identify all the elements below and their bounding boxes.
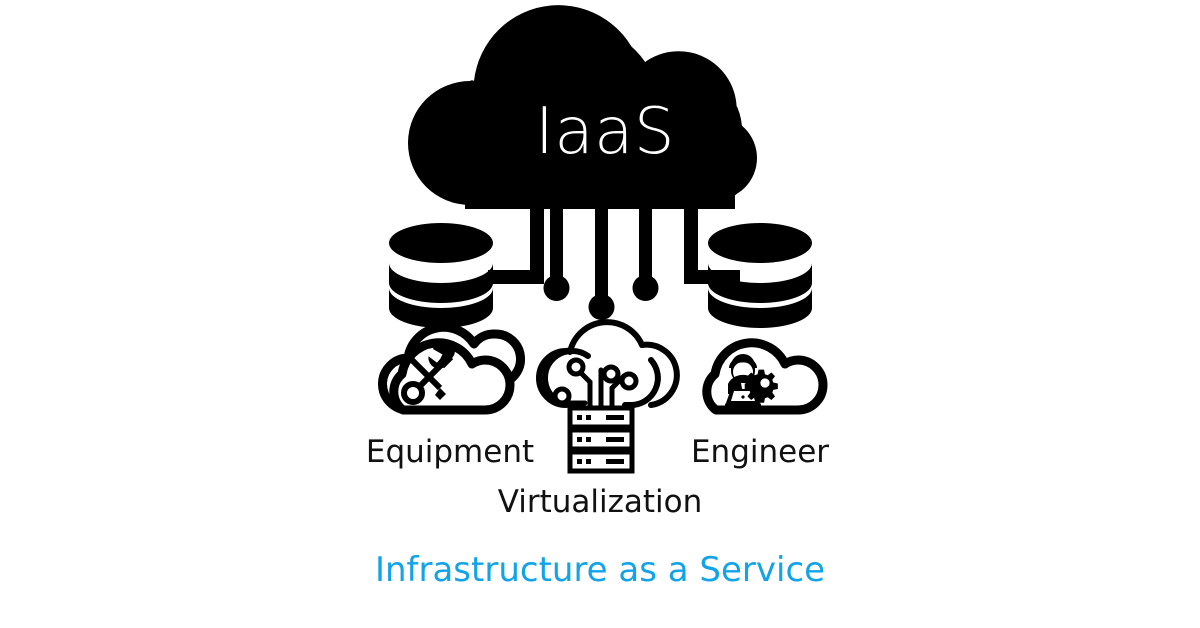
iaas-cloud bbox=[408, 5, 757, 209]
pillar-label-virtualization: Virtualization bbox=[497, 484, 703, 520]
cloud-engineer-icon bbox=[702, 338, 828, 415]
gear-glyph bbox=[744, 369, 778, 403]
database-icon-left bbox=[389, 223, 493, 328]
server-rack-glyph bbox=[567, 405, 635, 474]
wrench-glyph bbox=[409, 339, 455, 400]
circuit-connector-group bbox=[488, 200, 740, 320]
pillar-label-engineer: Engineer bbox=[690, 434, 830, 470]
iaas-title: IaaS bbox=[535, 95, 675, 169]
cloud-tools-icon bbox=[378, 322, 526, 415]
caption-text: Infrastructure as a Service bbox=[374, 550, 826, 590]
cloud-server-circuit-icon bbox=[536, 319, 680, 474]
pillar-label-equipment: Equipment bbox=[365, 434, 535, 470]
database-icon-right bbox=[708, 223, 812, 328]
